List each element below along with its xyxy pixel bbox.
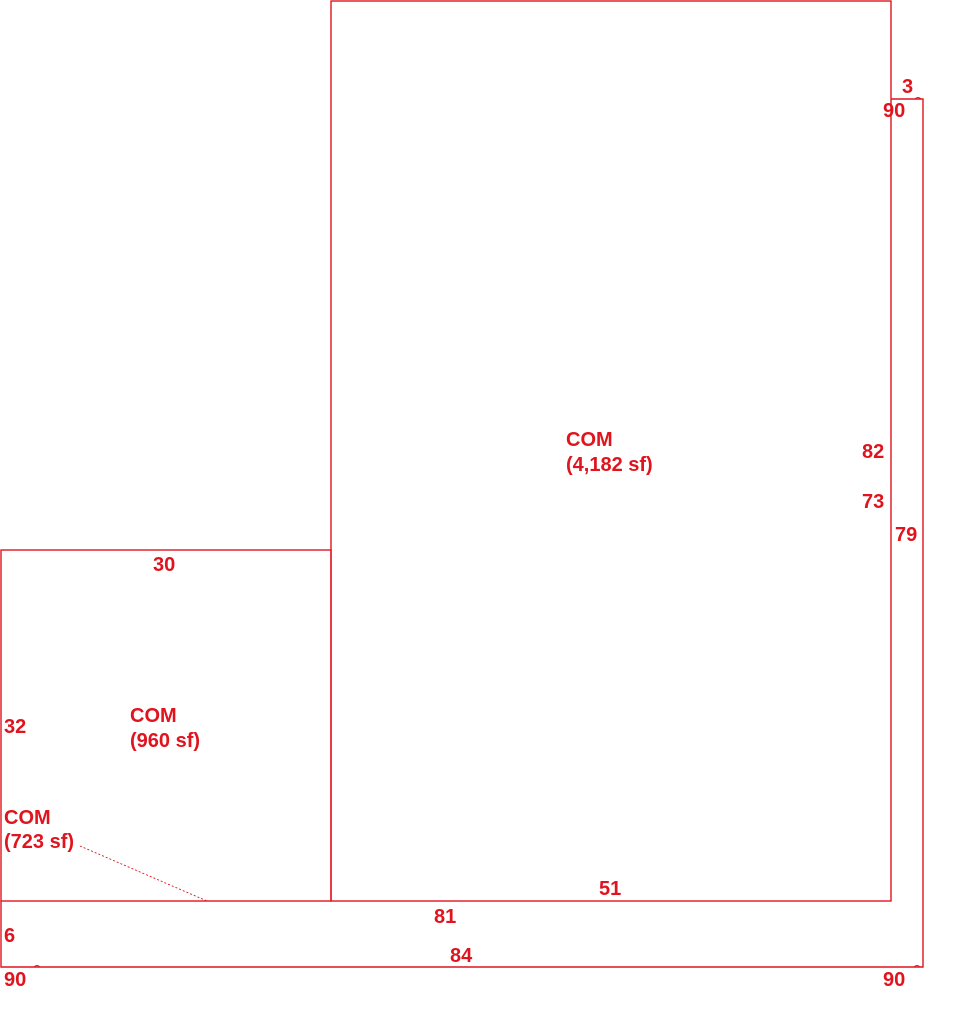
main-area-code: COM xyxy=(566,429,613,451)
front-area-code: COM xyxy=(130,705,177,727)
dimension-6: 6 xyxy=(4,925,15,947)
dimension-90-top-right: 90 xyxy=(883,100,905,122)
corner-marker-top-right xyxy=(914,97,922,100)
dimension-90-bottom-right: 90 xyxy=(883,969,905,991)
strip-outline xyxy=(0,98,924,968)
main-area-size: (4,182 sf) xyxy=(566,454,653,476)
strip-area-size: (723 sf) xyxy=(4,831,74,853)
dimension-82: 82 xyxy=(862,441,884,463)
strip-area-code: COM xyxy=(4,807,51,829)
dimension-3: 3 xyxy=(902,76,913,98)
dimension-81: 81 xyxy=(434,906,456,928)
front-block-outline xyxy=(0,549,332,902)
dimension-30: 30 xyxy=(153,554,175,576)
corner-marker-bottom-left xyxy=(33,965,41,968)
dimension-51: 51 xyxy=(599,878,621,900)
dimension-79: 79 xyxy=(895,524,917,546)
corner-marker-bottom-right xyxy=(913,965,921,968)
dimension-73: 73 xyxy=(862,491,884,513)
dimension-90-bottom-left: 90 xyxy=(4,969,26,991)
main-block-outline xyxy=(330,0,892,902)
front-area-size: (960 sf) xyxy=(130,730,200,752)
dimension-84: 84 xyxy=(450,945,473,967)
dimension-32: 32 xyxy=(4,716,26,738)
strip-label-leader xyxy=(79,845,208,902)
